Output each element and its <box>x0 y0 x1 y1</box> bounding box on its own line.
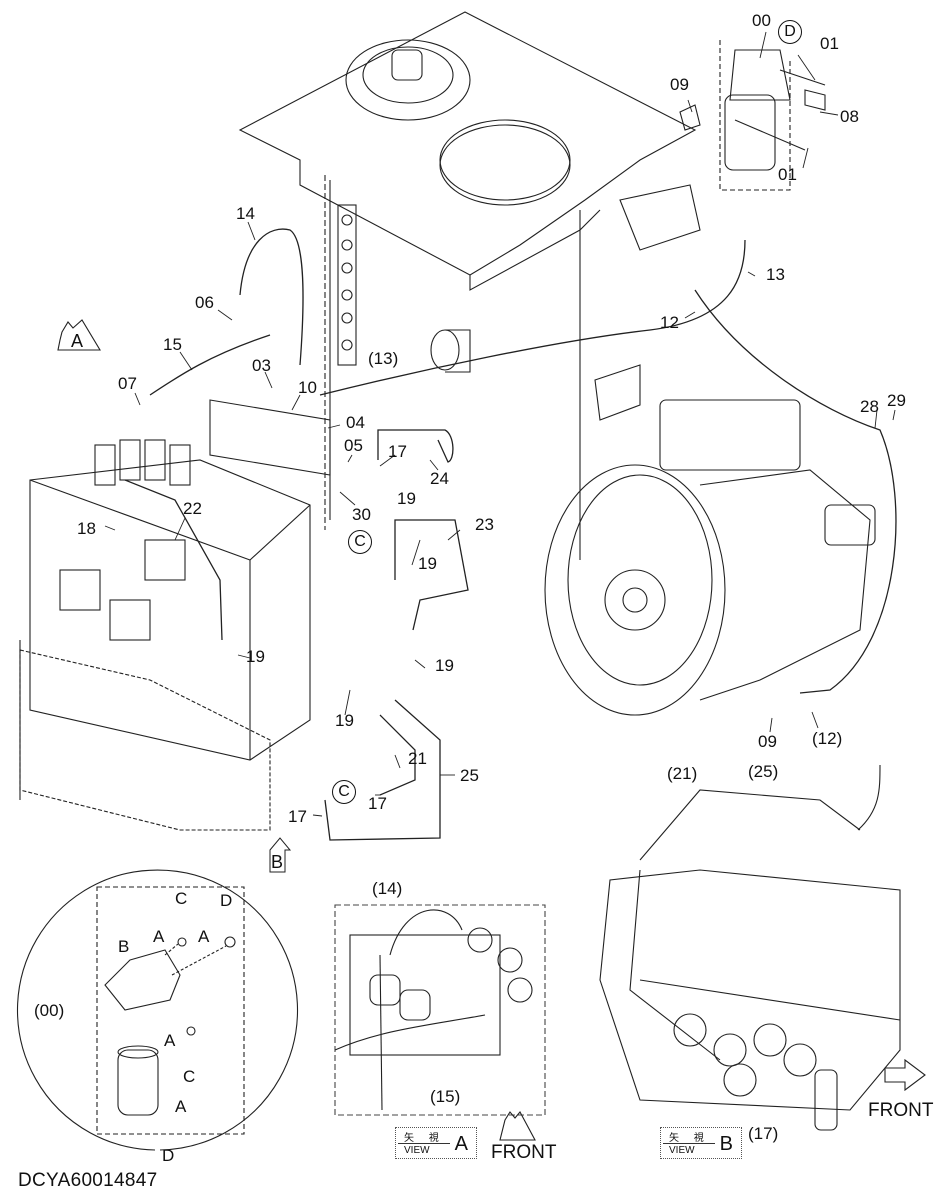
detail-d <box>16 869 299 1151</box>
callout-17: 17 <box>368 794 387 813</box>
detail-d-label-c: C <box>183 1067 196 1086</box>
tube-22 <box>124 479 223 641</box>
reference-marker-c: C <box>348 530 372 554</box>
detail-d-label-b: B <box>118 937 130 956</box>
detail-d-label-a: A <box>153 927 165 946</box>
view-arrows <box>57 319 292 873</box>
view-b-jp: 矢 視 <box>669 1133 710 1144</box>
view-b-view-text: VIEW <box>669 1145 695 1156</box>
detail-d-label-a: A <box>198 927 210 946</box>
callout-14: 14 <box>236 204 255 223</box>
callout-19: 19 <box>397 489 416 508</box>
view-a-front-label: FRONT <box>491 1142 557 1163</box>
callout-28: 28 <box>860 397 879 416</box>
reference-marker-c: C <box>332 780 356 804</box>
callout-17: 17 <box>288 807 307 826</box>
callout-00: 00 <box>752 11 771 30</box>
callout-25: 25 <box>460 766 479 785</box>
callout-13-ref: (13) <box>368 349 399 368</box>
view-b-callout-17: (17) <box>748 1124 779 1143</box>
view-a-detail <box>334 904 546 1141</box>
view-b-callout-25: (25) <box>748 762 779 781</box>
tube-23 <box>394 519 469 631</box>
callout-21: 21 <box>408 749 427 768</box>
view-arrow-a <box>57 319 101 351</box>
pilot-filter-assembly <box>679 40 826 191</box>
view-a-view-text: VIEW <box>404 1145 430 1156</box>
hose-12 <box>694 289 897 694</box>
detail-d-label-a: A <box>164 1031 176 1050</box>
callout-03: 03 <box>252 356 271 375</box>
callout-12-ref: (12) <box>812 729 843 748</box>
view-a-letter: A <box>454 1133 468 1155</box>
callout-22: 22 <box>183 499 202 518</box>
hose-13 <box>319 239 746 396</box>
detail-d-label-d: D <box>220 891 233 910</box>
hose-15 <box>149 334 271 396</box>
document-id: DCYA60014847 <box>18 1170 158 1191</box>
callout-15: 15 <box>163 335 182 354</box>
callout-19: 19 <box>418 554 437 573</box>
view-b-callout-21: (21) <box>667 764 698 783</box>
callout-01: 01 <box>820 34 839 53</box>
tube-25 <box>324 699 441 841</box>
callout-12: 12 <box>660 313 679 332</box>
callout-13: 13 <box>766 265 785 284</box>
front-arrow-a <box>499 1111 536 1141</box>
hydraulic-tank <box>238 11 701 560</box>
callout-19: 19 <box>335 711 354 730</box>
callout-08: 08 <box>840 107 859 126</box>
callout-06: 06 <box>195 293 214 312</box>
view-b-front-label: FRONT <box>868 1100 934 1121</box>
detail-d-parent-callout: (00) <box>34 1001 65 1020</box>
callout-24: 24 <box>430 469 449 488</box>
view-b-detail <box>599 764 926 1131</box>
view-b-caption: 矢 視 VIEW B <box>660 1127 742 1159</box>
view-a-callout-14: (14) <box>372 879 403 898</box>
callout-18: 18 <box>77 519 96 538</box>
tank-cover-plate <box>439 119 571 201</box>
callout-09: 09 <box>758 732 777 751</box>
view-a-jp: 矢 視 <box>404 1133 445 1144</box>
view-arrow-a-label: A <box>71 331 84 351</box>
callout-19: 19 <box>246 647 265 666</box>
view-arrow-b <box>269 837 292 873</box>
view-a-caption: 矢 視 VIEW A <box>395 1127 477 1159</box>
detail-d-title: D <box>162 1146 175 1165</box>
tube-21 <box>379 714 416 796</box>
callout-05: 05 <box>344 436 363 455</box>
view-a-callout-15: (15) <box>430 1087 461 1106</box>
view-b-letter: B <box>719 1133 733 1155</box>
front-arrow-b <box>884 1058 926 1092</box>
view-arrow-b-label: B <box>271 852 284 872</box>
callout-19: 19 <box>435 656 454 675</box>
callout-01: 01 <box>778 165 797 184</box>
reference-marker-d: D <box>778 20 802 44</box>
tube-24 <box>377 429 454 463</box>
leader-lines <box>104 31 896 817</box>
callout-29: 29 <box>887 391 906 410</box>
detail-d-label-c: C <box>175 889 188 908</box>
callout-10: 10 <box>298 378 317 397</box>
callout-30: 30 <box>352 505 371 524</box>
callout-09: 09 <box>670 75 689 94</box>
control-valve <box>19 399 331 831</box>
callout-07: 07 <box>118 374 137 393</box>
hose-14 <box>239 228 304 366</box>
detail-d-label-a: A <box>175 1097 187 1116</box>
callout-23: 23 <box>475 515 494 534</box>
callout-04: 04 <box>346 413 365 432</box>
tank-breather-cap <box>345 39 471 121</box>
callout-17: 17 <box>388 442 407 461</box>
main-pump <box>544 399 876 716</box>
hoses <box>124 228 897 841</box>
